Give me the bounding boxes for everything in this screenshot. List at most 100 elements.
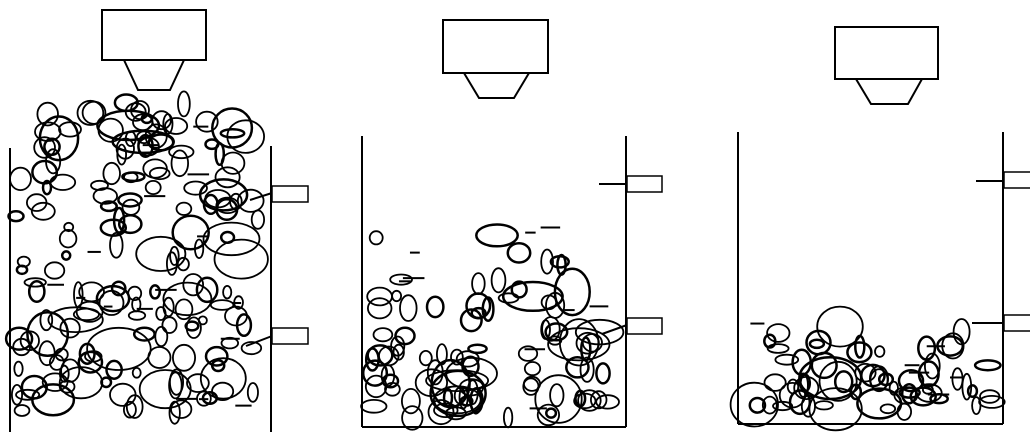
- bubble: [32, 384, 74, 415]
- bubble: [875, 346, 884, 357]
- bubble: [16, 390, 39, 400]
- bubble: [390, 275, 412, 285]
- bubble: [817, 307, 863, 347]
- bubble: [155, 327, 167, 346]
- bubble: [122, 173, 144, 181]
- bubble-cloud: [361, 225, 623, 430]
- bubble: [177, 203, 192, 215]
- outlet-upper: [250, 186, 308, 202]
- bubble: [39, 341, 54, 365]
- bubble: [211, 300, 234, 310]
- bubble: [881, 404, 896, 413]
- hopper: [102, 10, 206, 90]
- panel-1: [6, 10, 308, 432]
- bubble: [248, 383, 258, 402]
- bubble: [765, 374, 786, 391]
- bubble: [212, 383, 233, 400]
- bubble: [12, 385, 22, 405]
- bubble: [952, 368, 962, 390]
- bubble: [169, 146, 193, 159]
- bubble: [60, 230, 77, 248]
- bubble: [918, 337, 935, 360]
- panel-2: [361, 20, 662, 430]
- hopper-funnel: [464, 73, 529, 98]
- outlet-box: [627, 176, 662, 192]
- bubble: [508, 243, 530, 262]
- bubble: [148, 347, 170, 368]
- bubble: [252, 210, 264, 228]
- outlet-box: [272, 186, 308, 202]
- bubble: [62, 251, 70, 259]
- bubble: [550, 384, 563, 406]
- bubble: [374, 328, 393, 341]
- bubble: [975, 360, 1000, 370]
- bubble: [367, 288, 392, 306]
- bubble: [103, 163, 120, 184]
- bubble: [810, 340, 824, 348]
- bubble: [32, 161, 56, 183]
- bubble: [50, 175, 75, 190]
- hopper: [835, 27, 938, 104]
- bubble: [133, 368, 141, 378]
- bubble: [767, 324, 789, 342]
- bubble: [10, 168, 31, 190]
- bubble-cloud: [6, 91, 268, 423]
- bubble: [499, 293, 519, 302]
- bubble: [110, 384, 136, 406]
- bubble-cloud: [731, 307, 1005, 431]
- hopper-box: [443, 20, 548, 73]
- bubble: [427, 297, 443, 317]
- bubble: [221, 129, 244, 137]
- bubble: [546, 409, 556, 418]
- bubble: [215, 240, 268, 279]
- bubble: [400, 295, 417, 321]
- bubble: [476, 225, 517, 247]
- bubble: [15, 405, 30, 416]
- bubble: [97, 111, 159, 140]
- outlet-box: [627, 318, 662, 334]
- bubble: [129, 311, 145, 320]
- bubble: [204, 223, 260, 256]
- outlet-upper: [599, 176, 662, 192]
- bubble: [492, 268, 506, 292]
- bubble: [525, 362, 540, 375]
- bubble: [370, 231, 383, 244]
- outlet-lower: [972, 315, 1030, 331]
- bubble: [206, 140, 219, 149]
- bubble: [596, 363, 609, 383]
- bubble: [173, 345, 195, 371]
- outlet-box: [272, 328, 308, 344]
- panel-3: [731, 27, 1030, 430]
- bubble: [468, 345, 486, 353]
- hopper: [443, 20, 548, 98]
- hopper-box: [835, 27, 938, 79]
- bubble: [162, 317, 176, 333]
- bubble: [83, 102, 106, 124]
- bubble: [74, 282, 83, 307]
- bubble: [847, 343, 871, 363]
- bubble: [45, 262, 64, 278]
- bubble: [222, 153, 245, 174]
- bubble: [172, 150, 189, 176]
- bubble: [61, 359, 79, 381]
- bubble: [134, 328, 154, 341]
- bubble: [60, 367, 103, 398]
- hopper-funnel: [124, 60, 184, 90]
- bubble: [368, 298, 392, 318]
- bubble: [178, 91, 190, 116]
- bubble: [472, 273, 485, 294]
- outlet-box: [1004, 172, 1030, 188]
- bubble: [14, 362, 22, 376]
- bubble: [216, 167, 240, 187]
- bubble: [504, 408, 512, 428]
- bubble: [968, 385, 977, 396]
- bubble: [361, 400, 386, 413]
- hopper-box: [102, 10, 206, 60]
- bubble: [815, 401, 833, 409]
- bubble: [150, 285, 159, 298]
- bubble: [206, 347, 227, 365]
- hopper-funnel: [856, 79, 922, 104]
- bubble: [223, 286, 231, 299]
